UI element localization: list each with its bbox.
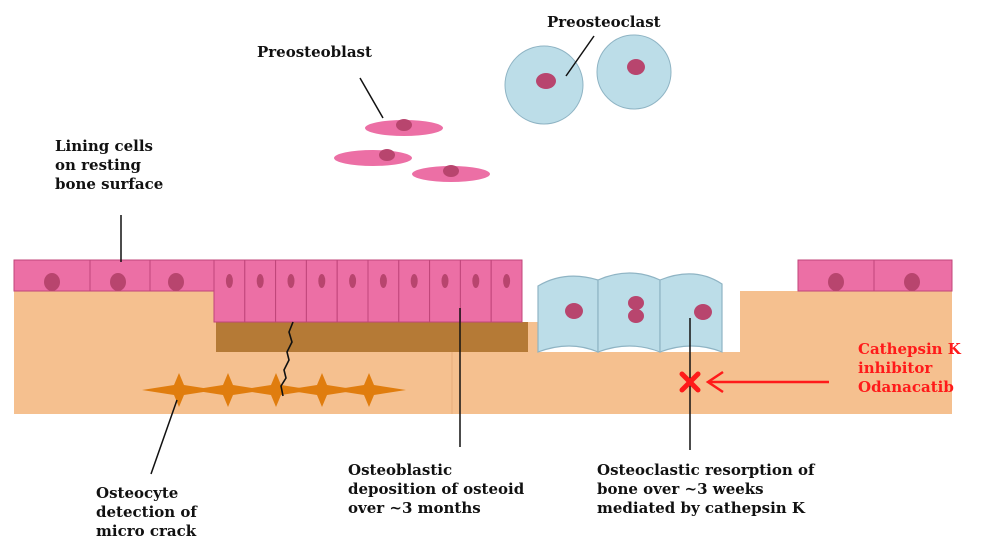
osteoblast-nucleus [503,274,510,288]
osteoblast-nucleus [380,274,387,288]
osteoblast-cell [306,260,337,322]
osteoblast-nucleus [288,274,295,288]
osteoblast-cell [276,260,307,322]
osteoblast-cell [460,260,491,322]
label-osteocyte: Osteocyte detection of micro crack [96,484,197,541]
osteoblast-nucleus [349,274,356,288]
lining-cells-left [14,260,214,291]
label-preosteoclast: Preosteoclast [547,13,661,32]
osteoid-layer [216,322,528,352]
lining-cells-right [798,260,952,291]
osteoblast-nucleus [257,274,264,288]
osteoblast-nucleus [442,274,449,288]
osteoblast-nucleus [411,274,418,288]
label-inhibitor: Cathepsin K inhibitor Odanacatib [858,340,961,397]
label-lining-cells: Lining cells on resting bone surface [55,137,163,194]
label-preosteoblast: Preosteoblast [257,43,372,62]
label-osteoblastic: Osteoblastic deposition of osteoid over … [348,461,524,518]
osteoblast-nucleus [318,274,325,288]
osteoblast-cell [430,260,461,322]
osteoblast-nucleus [472,274,479,288]
osteoblast-row [214,260,522,322]
osteoclast-group [538,273,722,352]
osteoblast-nucleus [226,274,233,288]
osteoblast-cell [214,260,245,322]
osteoblast-cell [245,260,276,322]
label-osteoclastic: Osteoclastic resorption of bone over ~3 … [597,461,814,518]
osteoblast-cell [491,260,522,322]
osteoblast-cell [399,260,430,322]
osteoblast-cell [368,260,399,322]
osteoblast-cell [337,260,368,322]
preosteoclast-cells [505,35,671,124]
preosteoblast-cells [334,119,490,182]
